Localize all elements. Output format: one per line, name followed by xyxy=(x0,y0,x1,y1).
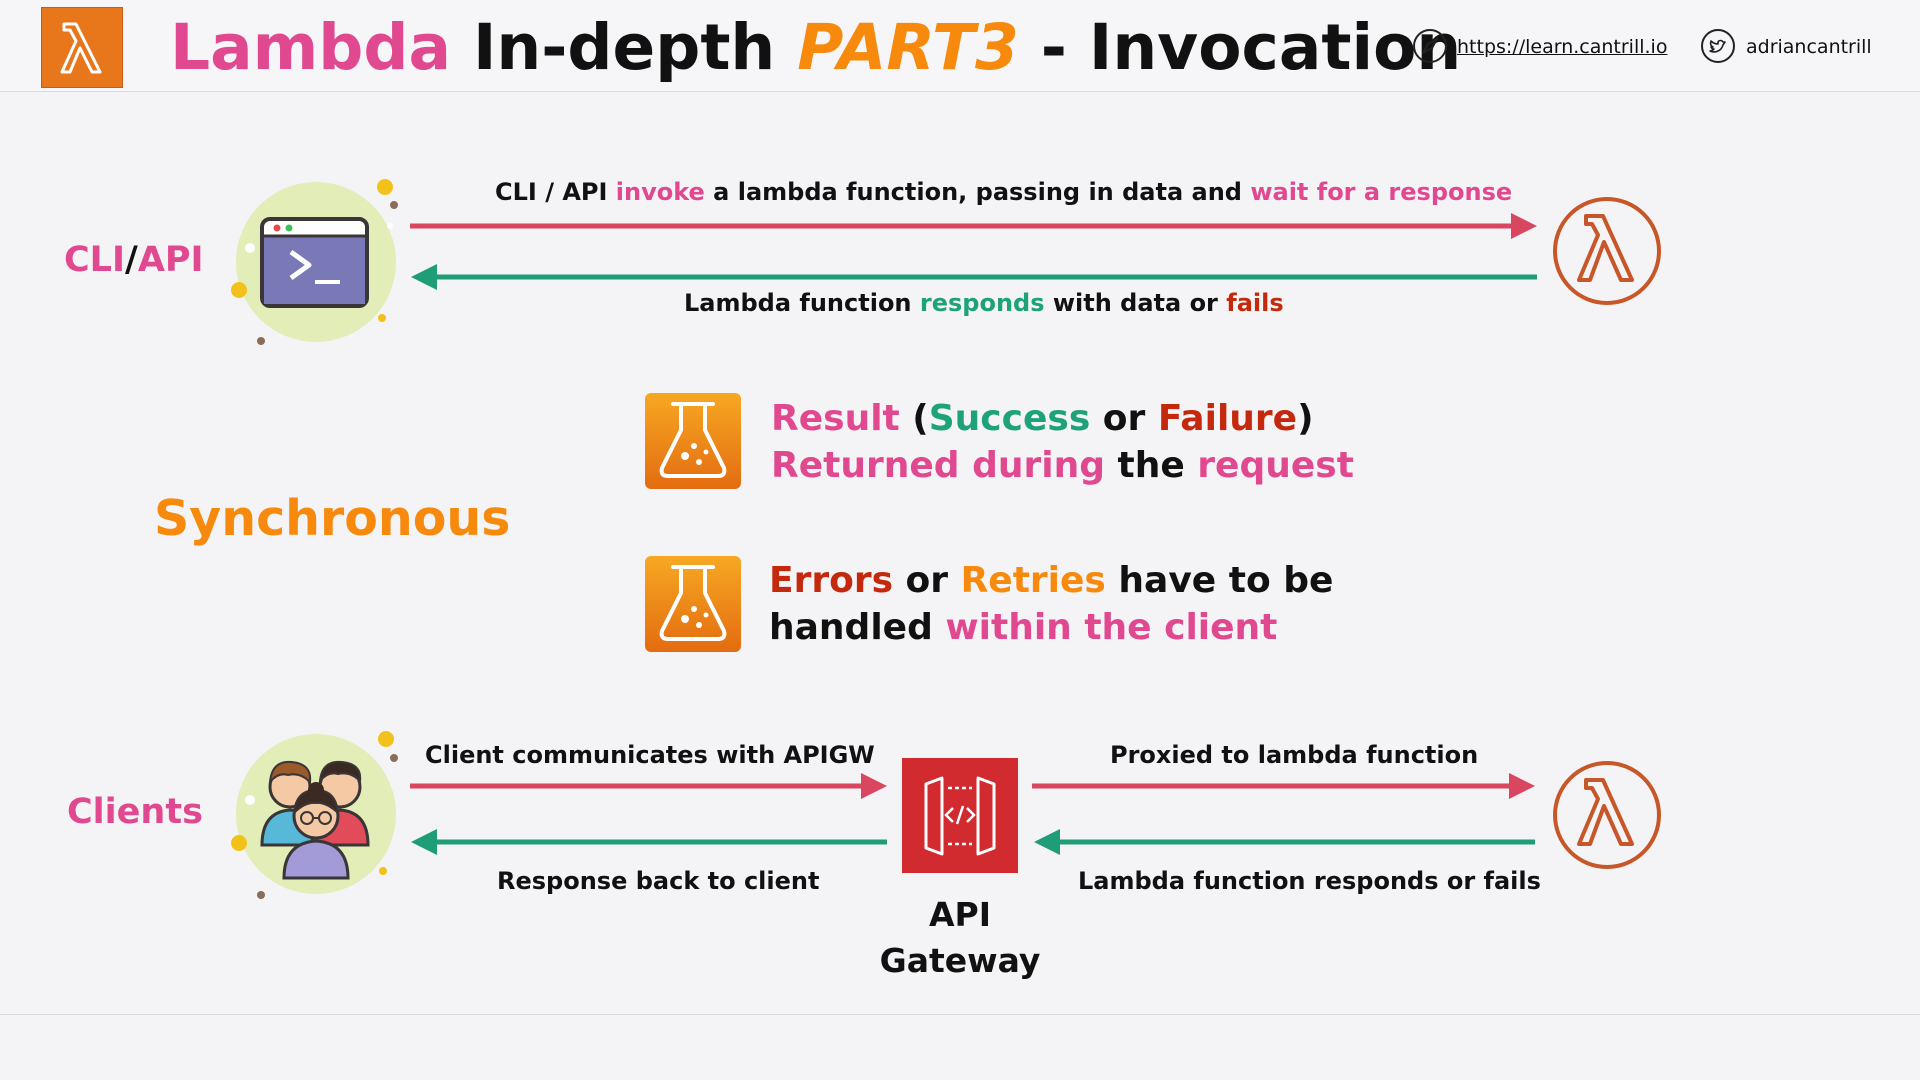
request-arrow xyxy=(410,213,1537,239)
handled-text: handled xyxy=(769,607,946,648)
cli-api-label: CLI/API xyxy=(64,240,204,280)
paren-close: ) xyxy=(1297,398,1314,439)
request-text: request xyxy=(1197,445,1354,486)
errors-line-1: Errors or Retries have to be xyxy=(769,557,1333,604)
returned-during-text: Returned during xyxy=(771,445,1105,486)
client-to-apigw-label: Client communicates with APIGW xyxy=(425,741,875,769)
slash-text: / xyxy=(125,240,138,280)
response-text-3: with data or xyxy=(1044,289,1227,317)
lambda-to-apigw-label: Lambda function responds or fails xyxy=(1078,867,1541,895)
have-to-be-text: have to be xyxy=(1105,560,1334,601)
request-text-invoke: invoke xyxy=(615,178,705,206)
lambda-function-icon xyxy=(1553,197,1661,305)
clients-icon xyxy=(231,731,398,899)
or-text: or xyxy=(1090,398,1158,439)
lambda-logo xyxy=(41,7,123,88)
api-gateway-label-line2: Gateway xyxy=(879,941,1041,980)
synchronous-label: Synchronous xyxy=(154,490,511,547)
title-in-depth: In-depth xyxy=(472,11,776,84)
response-text-responds: responds xyxy=(919,289,1045,317)
request-text-1: CLI / API xyxy=(495,178,616,206)
lambda-function-icon xyxy=(1553,761,1661,869)
flask-icon xyxy=(645,393,741,489)
result-point: Result (Success or Failure) Returned dur… xyxy=(771,395,1354,489)
apigw-to-lambda-arrow xyxy=(1032,773,1535,799)
request-text-3: a lambda function, passing in data and xyxy=(704,178,1251,206)
or-text: or xyxy=(893,560,961,601)
title-part3: PART3 xyxy=(797,11,1019,84)
title-invocation: - Invocation xyxy=(1040,11,1462,84)
result-line-1: Result (Success or Failure) xyxy=(771,395,1354,442)
api-gateway-icon xyxy=(902,758,1018,873)
response-description: Lambda function responds with data or fa… xyxy=(684,289,1284,317)
success-text: Success xyxy=(928,398,1091,439)
api-gateway-label: API Gateway xyxy=(860,892,1060,984)
footer-band xyxy=(0,1014,1920,1080)
request-description: CLI / API invoke a lambda function, pass… xyxy=(495,178,1512,206)
response-arrow xyxy=(411,264,1537,290)
errors-text: Errors xyxy=(769,560,894,601)
within-client-text: within the client xyxy=(945,607,1278,648)
api-gateway-label-line1: API xyxy=(928,895,991,934)
result-line-2: Returned during the request xyxy=(771,442,1354,489)
result-text: Result xyxy=(771,398,900,439)
failure-text: Failure xyxy=(1157,398,1298,439)
errors-point: Errors or Retries have to be handled wit… xyxy=(769,557,1333,651)
clients-label: Clients xyxy=(67,792,203,832)
site-link[interactable]: https://learn.cantrill.io xyxy=(1457,36,1668,58)
client-to-apigw-arrow xyxy=(410,773,887,799)
flask-icon xyxy=(645,556,741,652)
paren-open: ( xyxy=(899,398,929,439)
response-text-fails: fails xyxy=(1226,289,1284,317)
api-label-text: API xyxy=(137,240,204,280)
the-text: the xyxy=(1104,445,1198,486)
request-text-wait: wait for a response xyxy=(1250,178,1513,206)
header: Lambda In-depth PART3 - Invocation https… xyxy=(0,0,1920,92)
apigw-to-lambda-label: Proxied to lambda function xyxy=(1110,741,1479,769)
compass-icon xyxy=(1413,29,1447,63)
lambda-to-apigw-arrow xyxy=(1034,829,1535,855)
twitter-handle[interactable]: adriancantrill xyxy=(1746,36,1872,58)
errors-line-2: handled within the client xyxy=(769,604,1333,651)
terminal-icon xyxy=(231,179,398,345)
apigw-to-client-label: Response back to client xyxy=(497,867,820,895)
cli-label-text: CLI xyxy=(64,240,126,280)
title-lambda: Lambda xyxy=(170,11,452,84)
retries-text: Retries xyxy=(960,560,1106,601)
lambda-icon xyxy=(60,22,102,74)
page-title: Lambda In-depth PART3 - Invocation xyxy=(170,8,1461,88)
twitter-icon xyxy=(1701,29,1735,63)
apigw-to-client-arrow xyxy=(411,829,887,855)
response-text-1: Lambda function xyxy=(684,289,920,317)
